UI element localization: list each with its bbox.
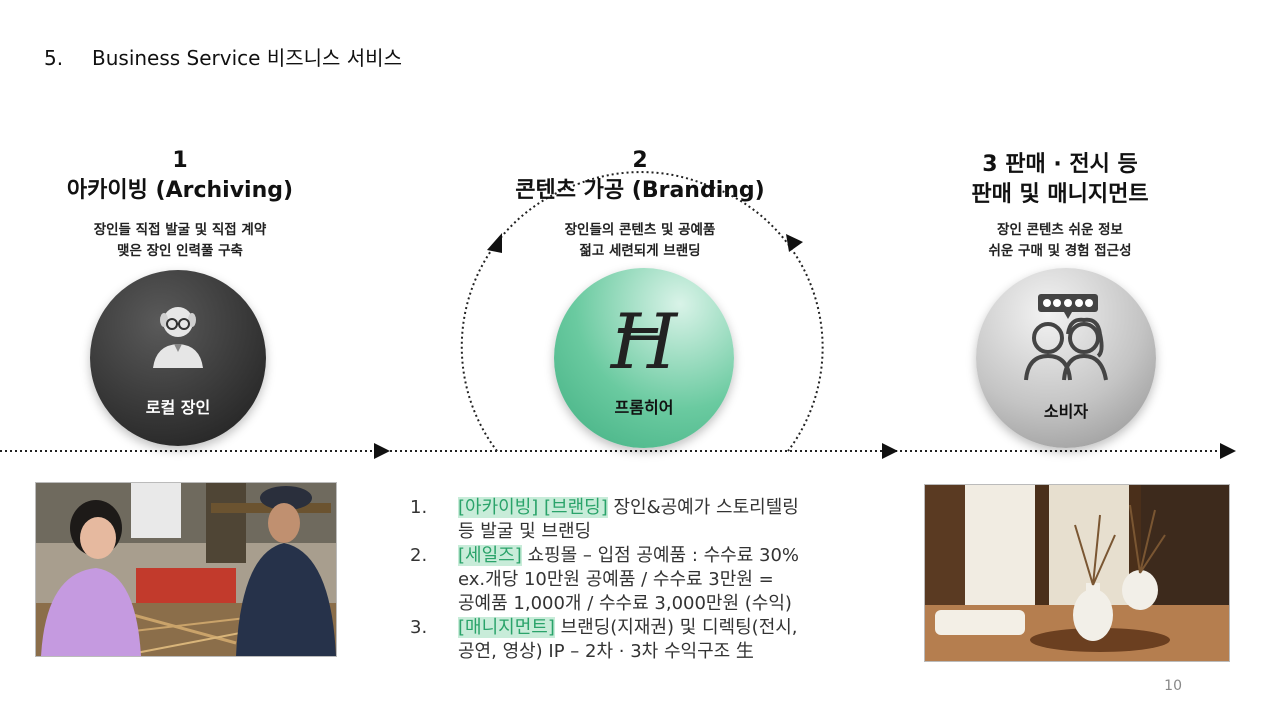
list-text: 브랜딩(지재권) 및 디렉팅(전시, [554, 617, 798, 638]
column-3-desc-line1: 장인 콘텐츠 쉬운 정보 [997, 222, 1123, 238]
list-text-cont: ex.개당 10만원 공예품 / 수수료 3만원 = [458, 569, 774, 590]
list-index: 2. [410, 545, 428, 566]
list-item: 2. [세일즈] 쇼핑몰 – 입점 공예품 : 수수료 30% ex.개당 10… [410, 544, 860, 616]
fromhere-circle: H 프롬히어 [554, 268, 734, 448]
column-2-desc-line1: 장인들의 콘텐츠 및 공예품 [564, 222, 716, 238]
column-1-desc-line2: 맺은 장인 인력풀 구축 [117, 243, 243, 259]
column-3-desc-line2: 쉬운 구매 및 경험 접근성 [988, 243, 1132, 259]
fromhere-logo: H [610, 297, 678, 386]
list-text: 쇼핑몰 – 입점 공예품 : 수수료 30% [521, 545, 800, 566]
local-artisan-circle: 로컬 장인 [90, 270, 266, 446]
column-3-title: 판매 및 매니지먼트 [971, 182, 1149, 207]
column-1-desc-line1: 장인들 직접 발굴 및 직접 계약 [93, 222, 267, 238]
list-text-cont: 등 발굴 및 브랜딩 [458, 521, 592, 542]
list-text-cont: 공연, 영상) IP – 2차 · 3차 수익구조 生 [458, 641, 754, 662]
column-2-title: 콘텐츠 가공 (Branding) [515, 178, 765, 203]
column-3-number: 3 판매 · 전시 등 [982, 152, 1138, 177]
list-item: 3. [매니지먼트] 브랜딩(지재권) 및 디렉팅(전시, 공연, 영상) IP… [410, 616, 860, 664]
column-1-number: 1 [172, 148, 188, 173]
arrowhead-3 [1220, 443, 1236, 459]
column-2-desc-line2: 젊고 세련되게 브랜딩 [579, 243, 701, 259]
consumer-circle: 소비자 [976, 268, 1156, 448]
fromhere-logo-bar [617, 328, 659, 333]
section-number: 5. [44, 46, 64, 70]
list-body: [세일즈] 쇼핑몰 – 입점 공예품 : 수수료 30% ex.개당 10만원 … [458, 544, 799, 616]
arrowhead-2 [882, 443, 898, 459]
list-text-cont2: 공예품 1,000개 / 수수료 3,000만원 (수익) [458, 593, 792, 614]
column-3-heading: 3 판매 · 전시 등 판매 및 매니지먼트 [930, 150, 1190, 210]
column-1-title: 아카이빙 (Archiving) [66, 178, 294, 203]
list-text: 장인&공예가 스토리텔링 [607, 497, 799, 518]
list-index: 1. [410, 497, 428, 518]
column-2-description: 장인들의 콘텐츠 및 공예품 젊고 세련되게 브랜딩 [490, 220, 790, 262]
column-1-heading: 1 아카이빙 (Archiving) [40, 146, 320, 206]
cycle-arrow-right [786, 234, 803, 252]
artisan-market-photo [35, 482, 337, 657]
fromhere-label: 프롬히어 [614, 398, 674, 417]
column-2-number: 2 [632, 148, 648, 173]
section-title-text: Business Service 비즈니스 서비스 [92, 46, 402, 70]
cycle-arrow-left [487, 233, 502, 253]
list-highlight: [아카이빙] [브랜딩] [458, 497, 608, 518]
list-index: 3. [410, 617, 428, 638]
section-title: 5. Business Service 비즈니스 서비스 [44, 42, 402, 71]
arrowhead-1 [374, 443, 390, 459]
list-body: [매니지먼트] 브랜딩(지재권) 및 디렉팅(전시, 공연, 영상) IP – … [458, 616, 798, 664]
consumers-rating-icon [1024, 294, 1108, 381]
business-model-list: 1. [아카이빙] [브랜딩] 장인&공예가 스토리텔링 등 발굴 및 브랜딩 … [410, 496, 860, 664]
list-highlight: [매니지먼트] [458, 617, 555, 638]
list-item: 1. [아카이빙] [브랜딩] 장인&공예가 스토리텔링 등 발굴 및 브랜딩 [410, 496, 860, 544]
consumer-label: 소비자 [1043, 402, 1089, 421]
column-2-heading: 2 콘텐츠 가공 (Branding) [490, 146, 790, 206]
page-number: 10 [1164, 678, 1182, 694]
elder-artisan-icon [153, 307, 203, 368]
column-3-description: 장인 콘텐츠 쉬운 정보 쉬운 구매 및 경험 접근성 [930, 220, 1190, 262]
local-artisan-label: 로컬 장인 [145, 398, 211, 417]
column-1-description: 장인들 직접 발굴 및 직접 계약 맺은 장인 인력풀 구축 [40, 220, 320, 262]
interior-vase-photo [924, 484, 1230, 662]
list-body: [아카이빙] [브랜딩] 장인&공예가 스토리텔링 등 발굴 및 브랜딩 [458, 496, 799, 544]
list-highlight: [세일즈] [458, 545, 522, 566]
